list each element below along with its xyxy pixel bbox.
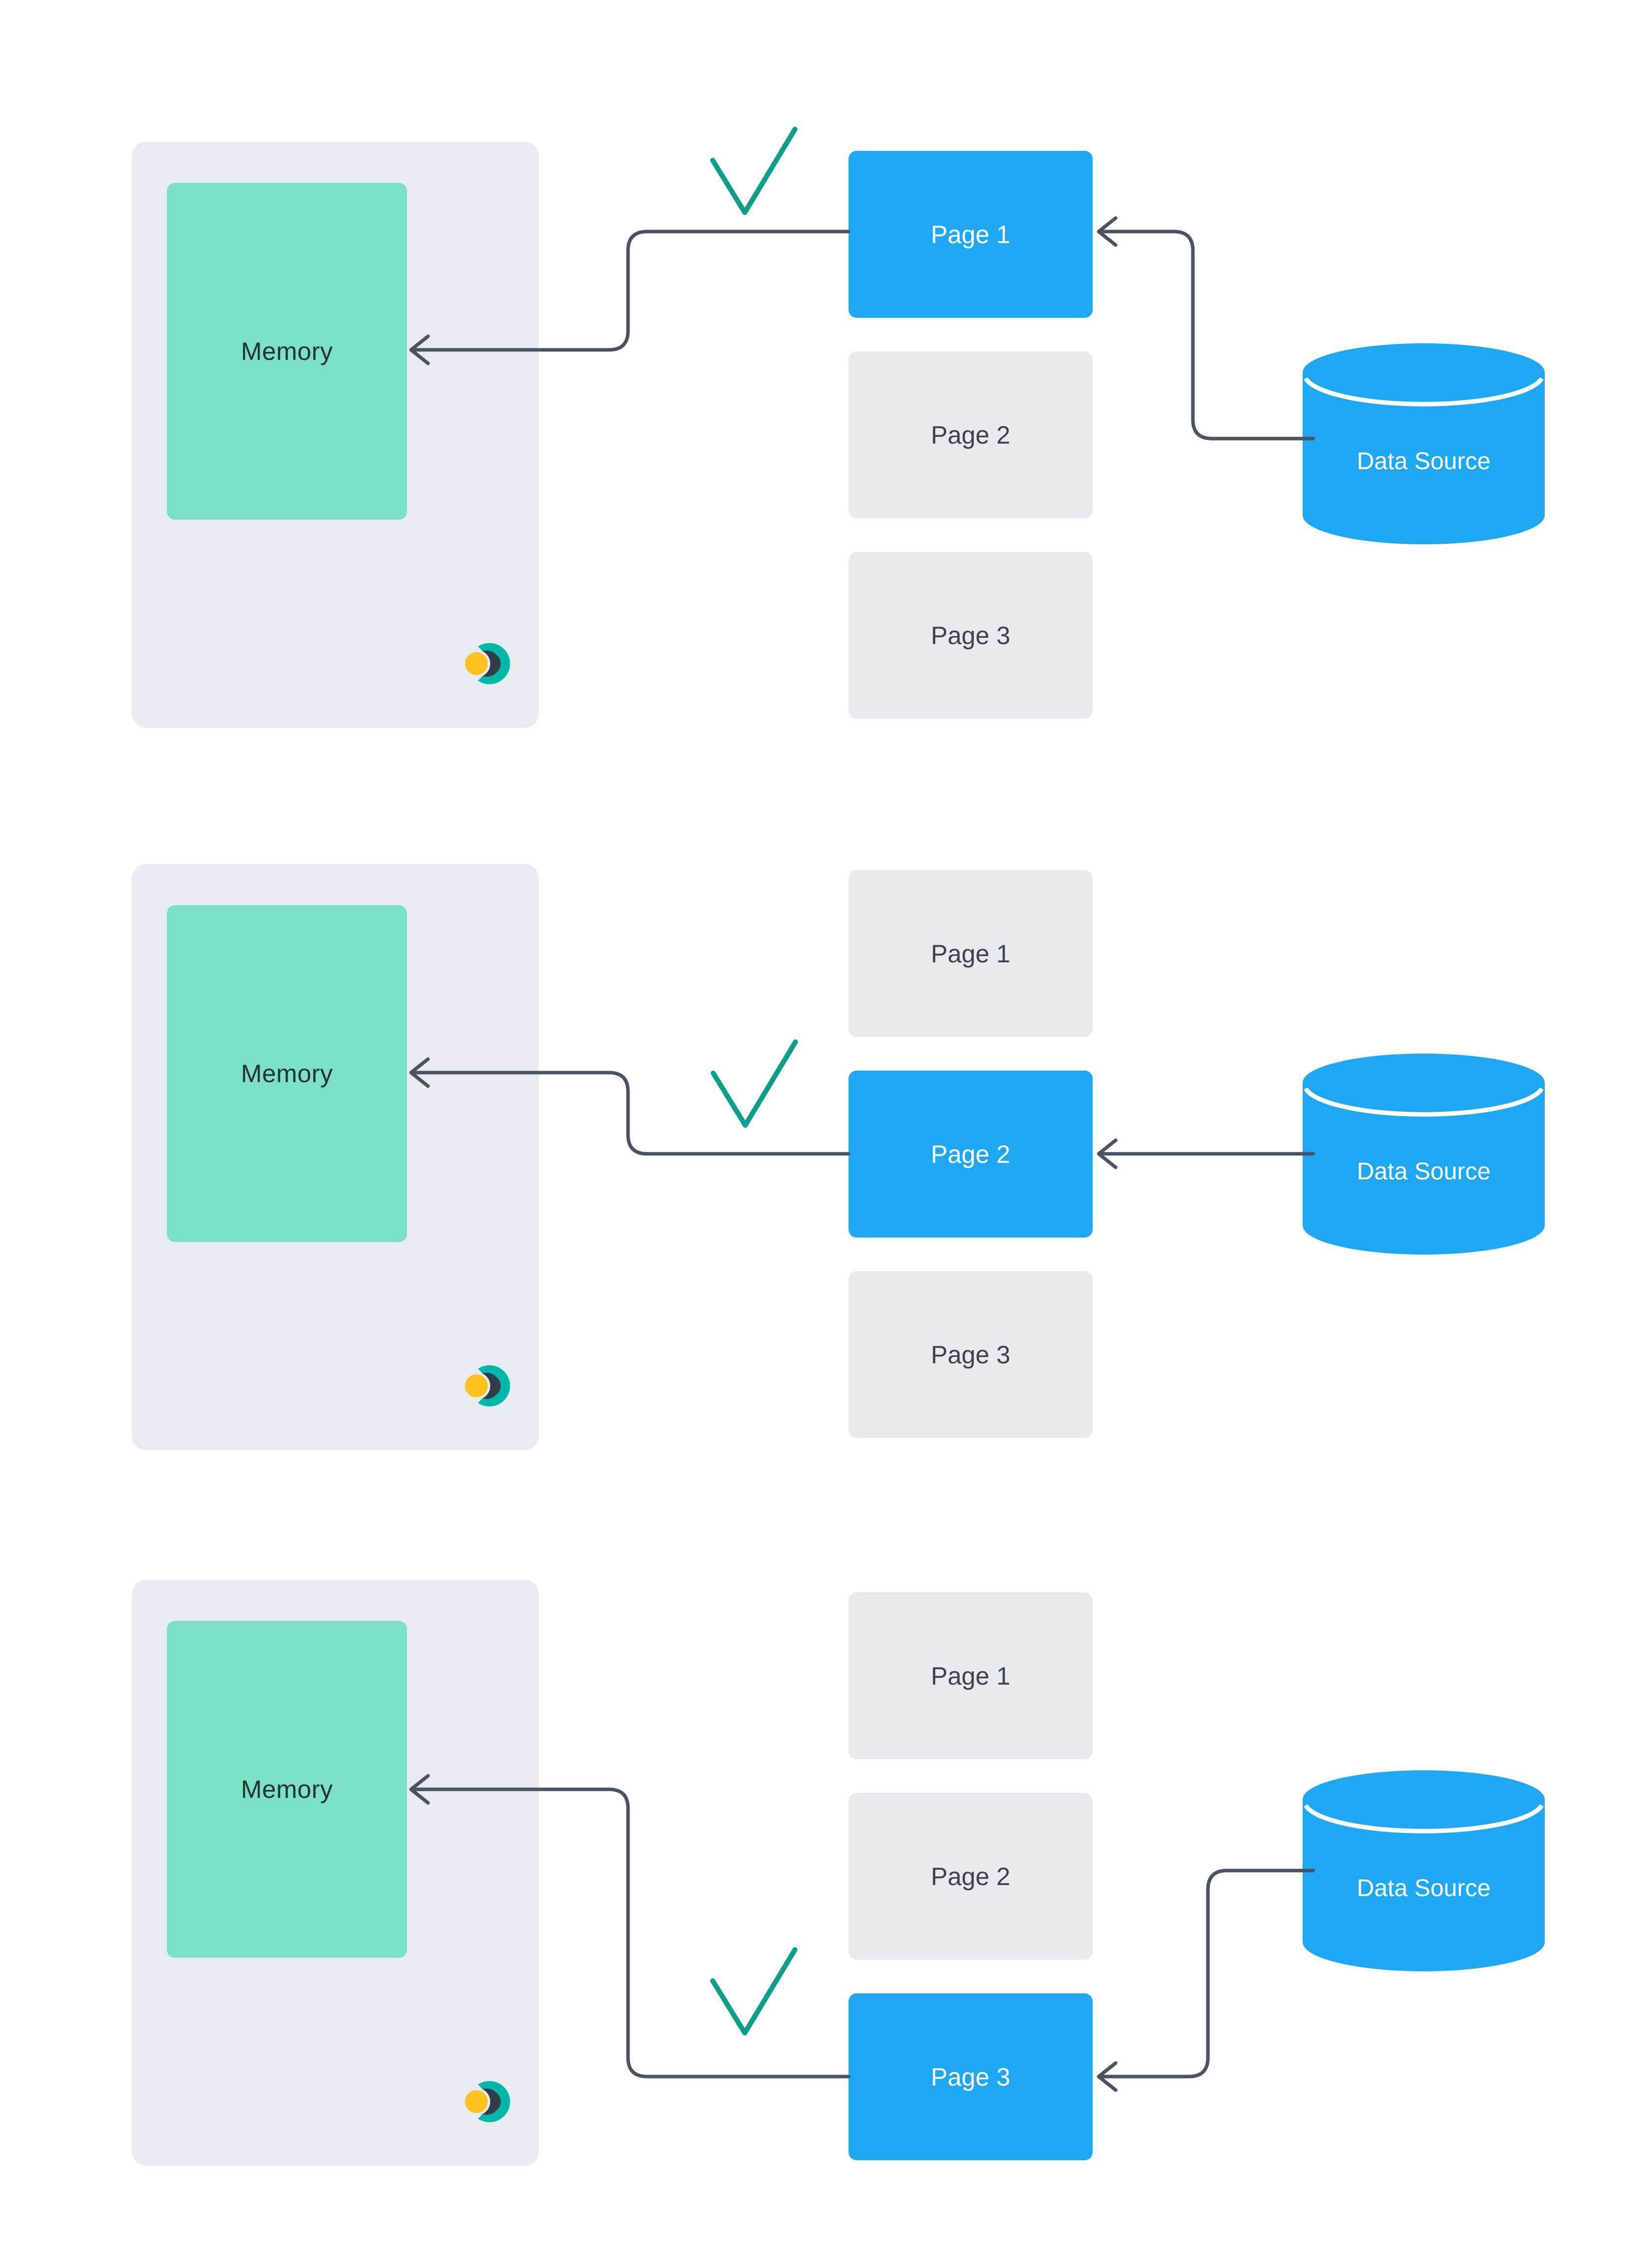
page-label: Page 3 [931, 2063, 1010, 2091]
memory-label: Memory [241, 1060, 333, 1088]
left-arrow-icon [1097, 216, 1118, 247]
memory-label: Memory [241, 337, 333, 365]
data-source-cylinder: Data Source [1301, 341, 1547, 546]
page-box: Page 3 [849, 552, 1093, 719]
page-box: Page 2 [849, 351, 1093, 518]
memory-container: Memory [132, 864, 539, 1450]
arrow-datasource-to-page1 [1101, 230, 1315, 441]
data-source-label: Data Source [1357, 1158, 1491, 1185]
memory-container: Memory [132, 142, 539, 728]
educative-logo-icon [459, 2080, 510, 2123]
page-label: Page 3 [931, 1340, 1010, 1369]
checkmark-icon [711, 1040, 798, 1128]
checkmark-icon [710, 1947, 797, 2035]
arrow-datasource-to-page3 [1101, 1869, 1315, 2079]
page-label: Page 2 [931, 1862, 1010, 1891]
page-box: Page 2 [849, 1793, 1093, 1960]
checkmark-icon [710, 127, 797, 215]
page-label: Page 1 [931, 1662, 1010, 1690]
data-source-label: Data Source [1357, 1875, 1491, 1902]
educative-logo-icon [459, 642, 510, 685]
data-source-cylinder: Data Source [1301, 1768, 1547, 1973]
page-label: Page 2 [931, 1140, 1010, 1168]
data-source-cylinder: Data Source [1301, 1052, 1547, 1257]
database-icon [1303, 1770, 1545, 1971]
page-box: Page 1 [849, 151, 1093, 318]
memory-label: Memory [241, 1775, 333, 1803]
data-source-label: Data Source [1357, 448, 1491, 475]
page-box: Page 2 [849, 1071, 1093, 1238]
memory-box: Memory [167, 905, 407, 1242]
educative-logo-icon [459, 1364, 510, 1407]
page-box: Page 3 [849, 1993, 1093, 2160]
page-label: Page 1 [931, 939, 1010, 968]
left-arrow-icon [1097, 2061, 1118, 2092]
database-icon [1303, 1054, 1545, 1255]
memory-box: Memory [167, 1621, 407, 1958]
page-box: Page 1 [849, 870, 1093, 1037]
memory-box: Memory [167, 183, 407, 520]
page-label: Page 2 [931, 421, 1010, 449]
database-icon [1303, 343, 1545, 544]
left-arrow-icon [1097, 1138, 1118, 1169]
page-box: Page 3 [849, 1271, 1093, 1438]
memory-container: Memory [132, 1580, 539, 2166]
page-label: Page 3 [931, 621, 1010, 650]
page-label: Page 1 [931, 220, 1010, 249]
page-box: Page 1 [849, 1592, 1093, 1759]
